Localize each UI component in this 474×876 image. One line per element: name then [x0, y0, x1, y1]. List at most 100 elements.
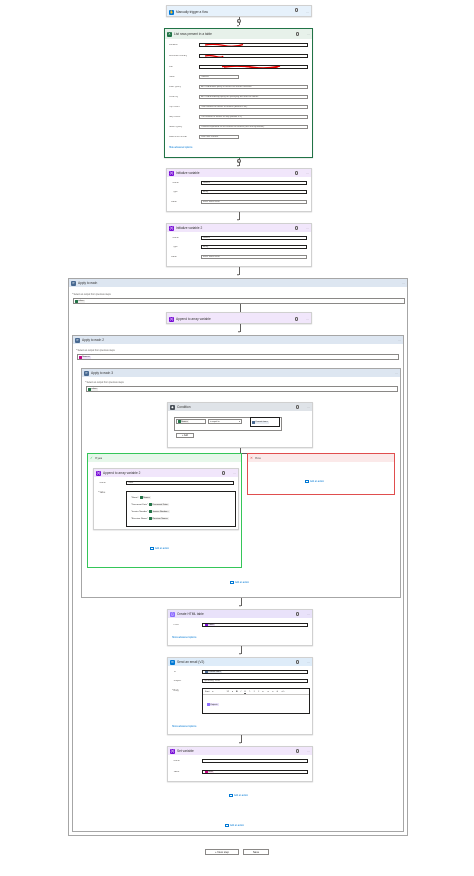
value-field[interactable]: Null × — [202, 769, 308, 774]
add-action-button[interactable]: Add an action — [305, 480, 324, 483]
add-action-button[interactable]: Add an action — [225, 824, 244, 827]
value-token[interactable]: value × — [74, 299, 86, 303]
value-editor[interactable]: "Name":Name × "Document Date":Document D… — [126, 491, 236, 527]
file-field[interactable] — [199, 64, 308, 69]
subject-field[interactable]: Upcoming Tasks — [202, 678, 308, 683]
more-options-icon[interactable]: ··· — [307, 659, 310, 664]
to-field[interactable]: Current item × — [202, 669, 308, 674]
bullet-list-icon[interactable]: ≡ — [253, 690, 255, 693]
outdent-icon[interactable]: ⇤ — [262, 691, 265, 693]
name-token[interactable]: Name × — [139, 496, 152, 499]
name-field[interactable]: Table — [126, 480, 234, 485]
list-rows-card[interactable]: X List rows present in a table ··· Locat… — [164, 28, 313, 158]
pen-icon[interactable]: ✎ — [248, 691, 251, 693]
filter-query-field[interactable]: An ODATA filter query to restrict the en… — [199, 84, 308, 89]
insert-step-icon[interactable]: + — [236, 19, 241, 23]
name-field[interactable]: Names — [201, 235, 307, 240]
if-yes-branch[interactable]: ✓ If yes {x} Append to array variable 2 … — [87, 453, 242, 568]
append-array-2-card[interactable]: {x} Append to array variable 2 ··· * Nam… — [93, 468, 239, 530]
chevron-down-icon[interactable]: ▾ — [231, 691, 234, 693]
document-date-token[interactable]: Document Date × — [148, 503, 170, 506]
info-icon[interactable] — [294, 8, 298, 12]
output-token[interactable]: Output × — [206, 703, 219, 706]
add-action-button[interactable]: Add an action — [150, 547, 169, 550]
select-query-field[interactable]: Comma-separated list of columns to retri… — [199, 124, 308, 129]
value-field[interactable]: Enter initial value — [201, 199, 307, 204]
numbered-list-icon[interactable]: ≡ — [257, 690, 260, 693]
info-icon[interactable] — [294, 317, 298, 321]
code-view-icon[interactable]: </> — [281, 690, 285, 693]
table-field[interactable]: Tabelle1 — [199, 74, 239, 79]
unlink-icon[interactable]: ⊘ — [276, 691, 279, 693]
italic-icon[interactable]: I — [240, 690, 242, 693]
font-size-select[interactable]: 12 — [226, 690, 229, 693]
hide-advanced-link[interactable]: Hide advanced options — [169, 147, 193, 149]
more-options-icon[interactable]: ··· — [233, 470, 236, 475]
operator-select[interactable]: is equal to▾ — [208, 419, 242, 424]
add-condition-button[interactable]: + Add — [176, 433, 194, 438]
type-field[interactable]: Array — [201, 189, 307, 194]
append-array-card[interactable]: {x} Append to array variable ··· — [166, 312, 312, 324]
name-field[interactable] — [202, 758, 308, 763]
type-field[interactable]: Array — [201, 244, 307, 249]
current-item-token[interactable]: Current item × — [204, 670, 222, 673]
more-options-icon[interactable]: ··· — [307, 748, 310, 753]
insert-step-icon[interactable]: + — [236, 159, 241, 163]
more-options-icon[interactable]: ··· — [307, 31, 310, 36]
document-library-field[interactable] — [199, 53, 308, 58]
top-count-field[interactable]: Total number of entries to retrieve (def… — [199, 104, 308, 109]
name-field[interactable]: Names — [201, 180, 307, 185]
info-icon[interactable] — [295, 32, 299, 36]
more-options-icon[interactable]: ··· — [306, 9, 309, 14]
location-field[interactable] — [199, 42, 308, 47]
info-icon[interactable] — [221, 471, 225, 475]
trigger-card[interactable]: ✋ Manually trigger a flow ··· — [166, 5, 312, 17]
more-options-icon[interactable]: ··· — [307, 404, 310, 409]
order-by-field[interactable]: An ODATA orderBy query for specifying th… — [199, 94, 308, 99]
link-icon[interactable]: ∞ — [271, 690, 274, 693]
underline-icon[interactable]: U — [244, 690, 246, 693]
info-icon[interactable] — [295, 749, 299, 753]
save-button[interactable]: Save — [243, 849, 269, 855]
info-icon[interactable] — [295, 612, 299, 616]
name-token[interactable]: Name × — [177, 420, 190, 423]
chevron-down-icon[interactable]: ▾ — [212, 691, 214, 693]
show-advanced-link[interactable]: Show advanced options — [172, 637, 197, 639]
skip-count-field[interactable]: The number of entries to skip (default =… — [199, 114, 308, 119]
datetime-format-field[interactable]: DateTime Format. — [199, 134, 239, 139]
condition-right-field[interactable]: Current item × — [250, 417, 280, 427]
select-output-field[interactable]: Names × — [77, 354, 399, 360]
bold-icon[interactable]: B — [236, 690, 238, 693]
add-action-button[interactable]: Add an action — [230, 581, 249, 584]
info-icon[interactable] — [294, 171, 298, 175]
select-output-field[interactable]: value × — [73, 298, 405, 304]
names-token[interactable]: Names × — [78, 355, 92, 359]
value-field[interactable]: Enter initial value — [201, 254, 307, 259]
info-icon[interactable] — [295, 405, 299, 409]
more-options-icon[interactable]: ··· — [395, 370, 398, 375]
more-options-icon[interactable]: ··· — [306, 316, 309, 321]
more-options-icon[interactable]: ··· — [398, 337, 401, 342]
info-icon[interactable] — [294, 226, 298, 230]
current-item-token[interactable]: Current item × — [251, 420, 269, 424]
apply-to-each-scope[interactable]: ⟳ Apply to each ··· * Select an output f… — [68, 278, 408, 836]
indent-icon[interactable]: ⇥ — [267, 691, 269, 693]
from-field[interactable]: Table × — [202, 622, 308, 627]
info-icon[interactable] — [295, 660, 299, 664]
condition-left-field[interactable]: Name × — [176, 419, 206, 424]
more-options-icon[interactable]: ··· — [306, 225, 309, 230]
show-advanced-link[interactable]: Show advanced options — [172, 726, 197, 728]
new-step-button[interactable]: + New step — [205, 849, 239, 855]
add-action-button[interactable]: Add an action — [229, 794, 248, 797]
condition-card[interactable]: ◆ Condition ··· Name × is equal to▾ Curr… — [167, 402, 313, 448]
value-token[interactable]: value × — [87, 387, 99, 391]
font-select[interactable]: Font — [205, 690, 210, 693]
null-token[interactable]: Null × — [204, 770, 215, 773]
receiver-name-token[interactable]: Receiver Name × — [148, 517, 170, 520]
table-token[interactable]: Table × — [204, 623, 216, 626]
